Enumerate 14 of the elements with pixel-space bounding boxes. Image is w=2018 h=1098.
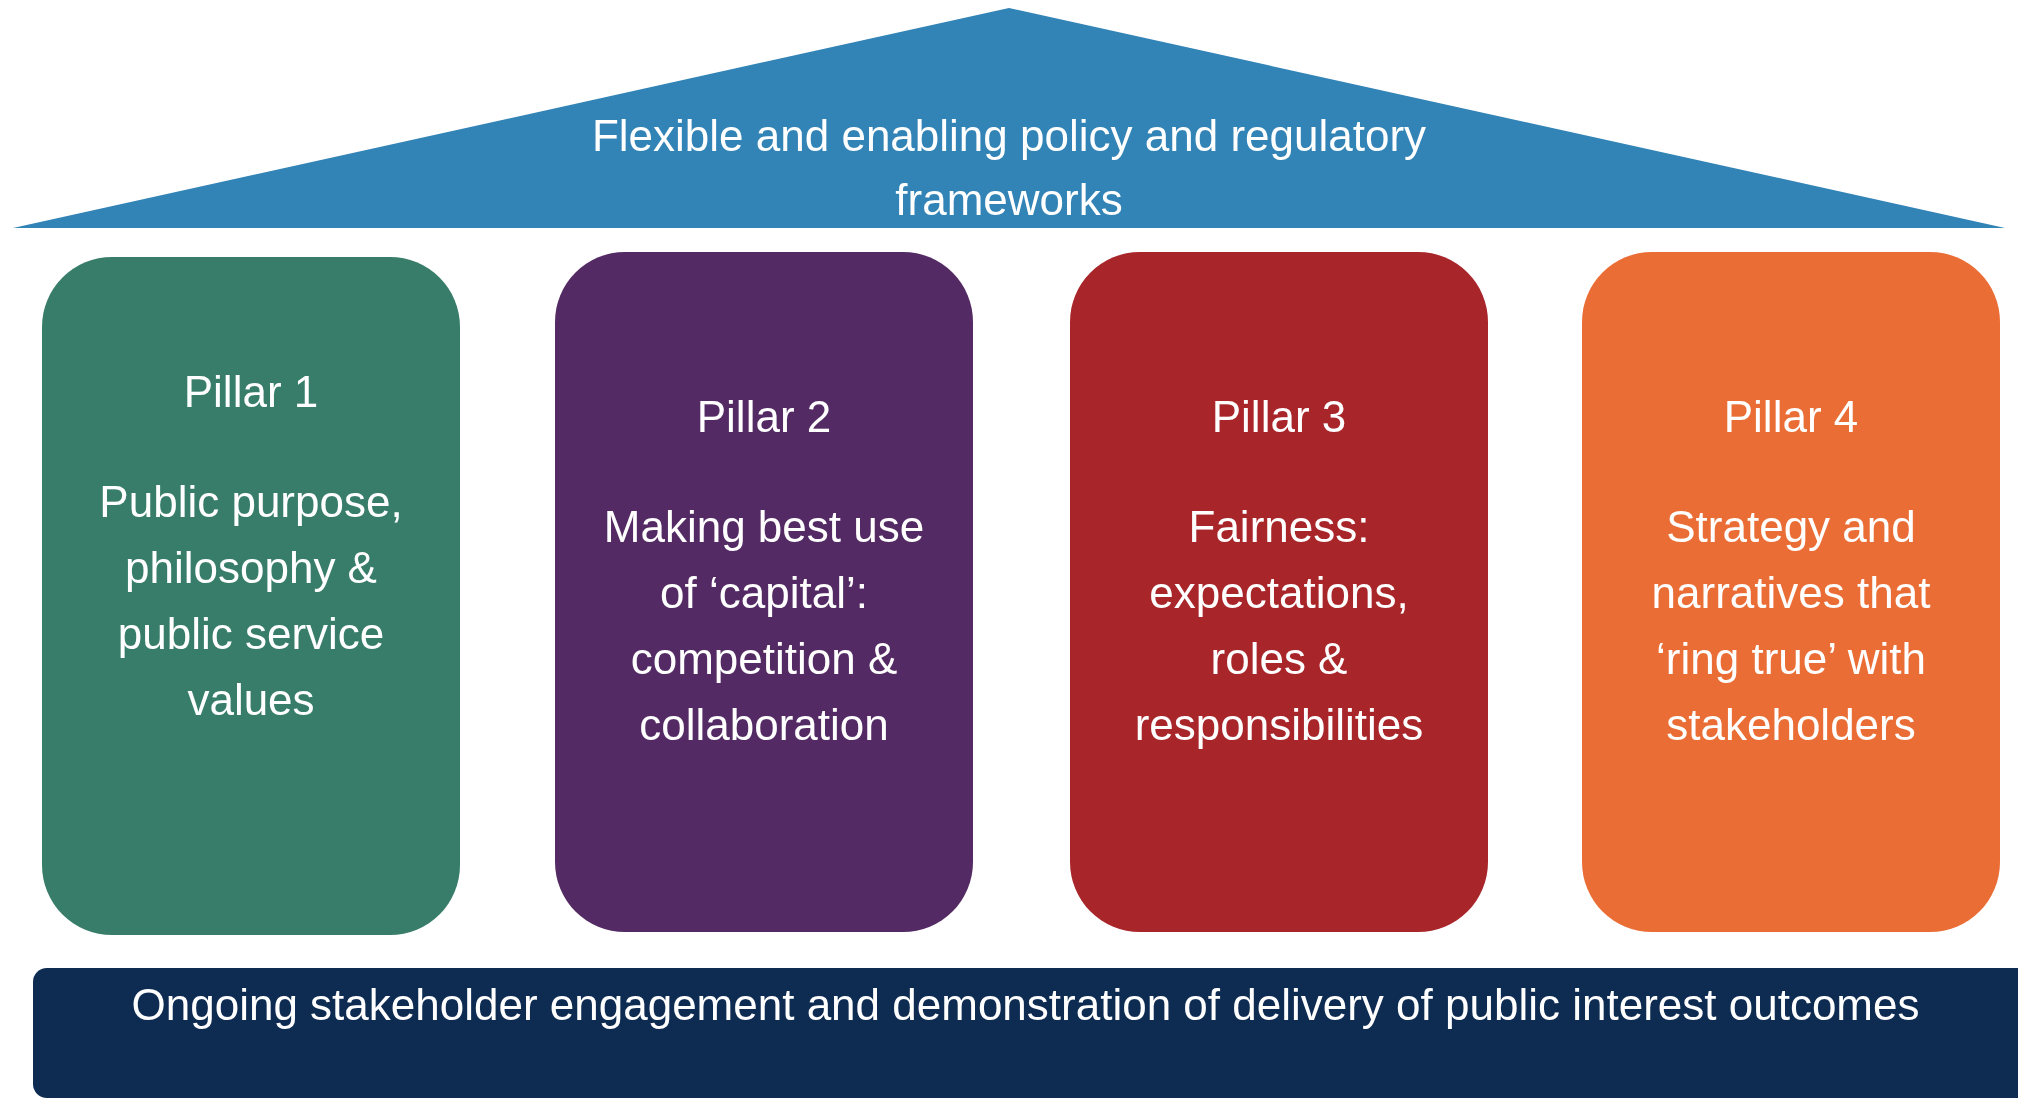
pillar-heading: Pillar 1 — [183, 367, 319, 417]
pillar-heading: Pillar 3 — [1211, 392, 1347, 442]
pillar-text: Fairness: expectations, roles & responsibilities — [1133, 501, 1425, 751]
roof-text: Flexible and enabling policy and regulatory frameworks — [590, 110, 1428, 226]
pillar-box — [555, 252, 973, 932]
pillar-text: Public purpose, philosophy & public service values — [98, 476, 404, 726]
pillar-box — [1582, 252, 2000, 932]
pillar-box — [42, 257, 460, 935]
pillar-box — [1070, 252, 1488, 932]
pillar-heading: Pillar 4 — [1723, 392, 1859, 442]
foundation-bar: Ongoing stakeholder engagement and demonstration of delivery of public interest outcomes — [33, 968, 2018, 1098]
pillar-text: Strategy and narratives that ‘ring true’ with stakeholders — [1650, 501, 1932, 751]
pillar-text: Making best use of ‘capital’: competition & collaboration — [602, 501, 926, 751]
pillar-heading: Pillar 2 — [696, 392, 832, 442]
